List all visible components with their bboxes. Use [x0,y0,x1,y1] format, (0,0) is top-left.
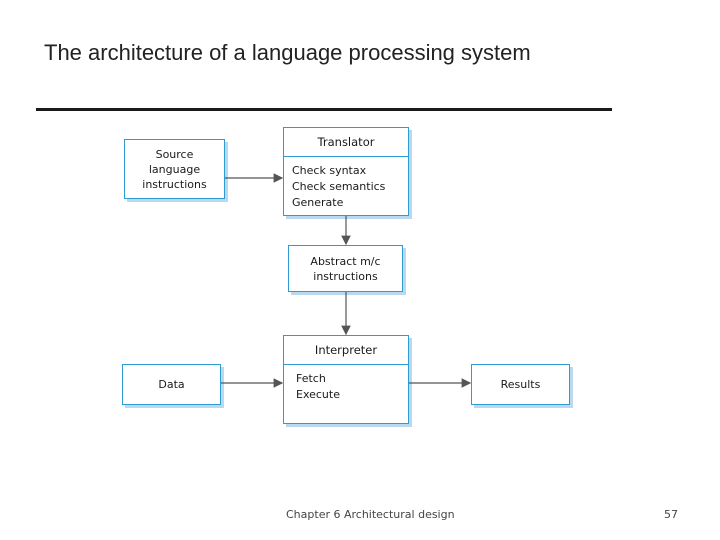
translator-title: Translator [284,128,408,157]
interpreter-box: Interpreter Fetch Execute [283,335,409,424]
translator-step-check-semantics: Check semantics [292,180,386,193]
source-line-1: Source [155,147,194,161]
title-underline [36,108,612,111]
abstract-instructions-box: Abstract m/c instructions [288,245,403,292]
translator-step-generate: Generate [292,196,344,209]
page-number: 57 [664,508,678,521]
slide-footer: Chapter 6 Architectural design [286,508,455,521]
translator-step-check-syntax: Check syntax [292,164,367,177]
interpreter-step-execute: Execute [296,388,340,401]
source-language-box: Source language instructions [124,139,225,199]
source-line-3: instructions [142,177,207,191]
results-box: Results [471,364,570,405]
results-label: Results [500,378,541,391]
data-label: Data [158,378,185,391]
source-line-2: language [148,162,201,176]
data-box: Data [122,364,221,405]
interpreter-title: Interpreter [284,336,408,365]
abstract-line-1: Abstract m/c [310,254,381,268]
interpreter-step-fetch: Fetch [296,372,326,385]
abstract-line-2: instructions [313,269,378,283]
translator-box: Translator Check syntax Check semantics … [283,127,409,216]
slide-title: The architecture of a language processin… [44,40,531,65]
